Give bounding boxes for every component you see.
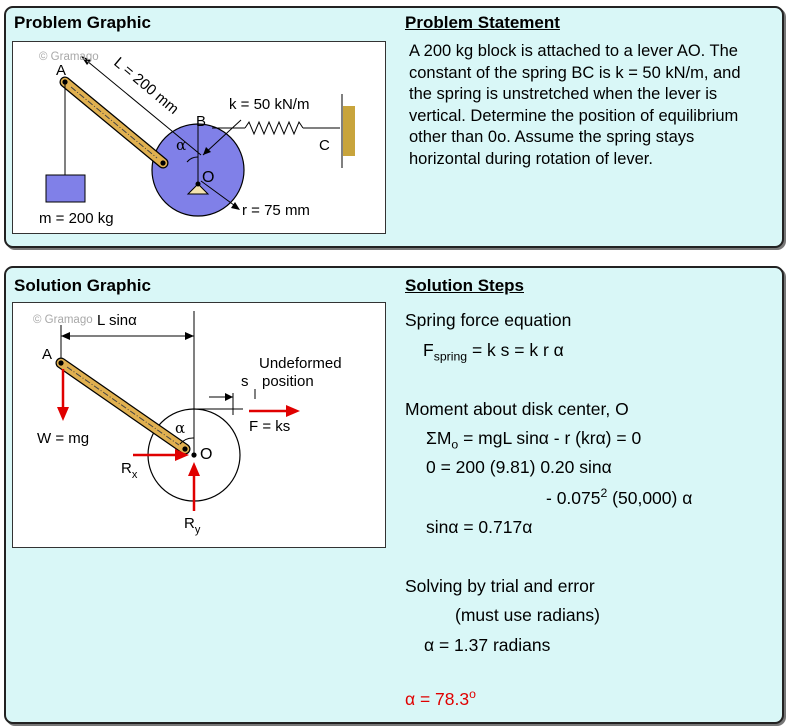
problem-statement: A 200 kg block is attached to a lever AO… bbox=[409, 42, 741, 168]
step-trial-note: (must use radians) bbox=[455, 605, 600, 625]
pin-o bbox=[195, 181, 201, 187]
label-s: s bbox=[241, 373, 249, 390]
problem-diagram: © Gramago A L = 200 mm k = 50 kN/m B C α… bbox=[39, 51, 355, 227]
moment-lhs: ΣM bbox=[426, 428, 452, 448]
solution-diagram: © Gramago L sinα A α O W = mg Rx Ry s Un… bbox=[33, 311, 342, 536]
weight-arrowhead bbox=[57, 407, 69, 421]
radius-line bbox=[200, 180, 239, 209]
moment-subscript: o bbox=[451, 437, 459, 452]
label-o: O bbox=[200, 446, 212, 463]
solution-steps-title: Solution Steps bbox=[405, 276, 524, 295]
label-alpha: α bbox=[175, 419, 185, 437]
final-answer: α = 78.3o bbox=[405, 687, 476, 710]
length-arrowhead bbox=[81, 56, 91, 65]
label-l-sin-alpha: L sinα bbox=[97, 312, 137, 329]
rx-arrowhead bbox=[175, 449, 189, 461]
label-radius: r = 75 mm bbox=[242, 202, 310, 219]
step-alpha-radians: α = 1.37 radians bbox=[424, 635, 551, 655]
pin-a bbox=[58, 360, 64, 366]
pin-lever-end bbox=[160, 160, 166, 166]
problem-statement-title: Problem Statement bbox=[405, 13, 560, 32]
label-length: L = 200 mm bbox=[110, 54, 182, 118]
label-b: B bbox=[196, 113, 206, 130]
label-weight: W = mg bbox=[37, 430, 89, 447]
label-a: A bbox=[56, 62, 66, 79]
block bbox=[45, 174, 86, 203]
step-eq3: sinα = 0.717α bbox=[426, 517, 533, 537]
solution-graphic-title: Solution Graphic bbox=[14, 276, 151, 295]
step-eq2: - 0.0752 (50,000) α bbox=[546, 486, 692, 509]
pin-support bbox=[186, 183, 210, 195]
length-dimension-line bbox=[80, 55, 202, 156]
label-undeformed: Undeformed bbox=[259, 355, 342, 372]
eq2-part-a: - 0.075 bbox=[546, 487, 601, 508]
problem-figure: © Gramago A L = 200 mm k = 50 kN/m B C α… bbox=[12, 41, 386, 234]
watermark: © Gramago bbox=[33, 314, 93, 326]
spring-coil bbox=[244, 120, 304, 136]
step-trial-title: Solving by trial and error bbox=[405, 576, 595, 596]
step-moment-title: Moment about disk center, O bbox=[405, 399, 629, 419]
label-spring-force: F = ks bbox=[249, 418, 290, 435]
watermark: © Gramago bbox=[39, 51, 99, 63]
answer-value: α = 78.3 bbox=[405, 688, 470, 709]
wall bbox=[343, 106, 355, 156]
dimension-arrowhead-left bbox=[61, 332, 70, 340]
label-o: O bbox=[202, 169, 214, 186]
label-ry: Ry bbox=[184, 515, 201, 536]
pin-lever-end bbox=[182, 446, 188, 452]
s-dimension-arrowhead bbox=[225, 393, 233, 401]
pin-a bbox=[62, 79, 68, 85]
step-moment-equation: ΣMo = mgL sinα - r (krα) = 0 bbox=[426, 428, 641, 452]
pin-o bbox=[191, 452, 197, 458]
step-spring-title: Spring force equation bbox=[405, 310, 572, 330]
k-pointer bbox=[202, 119, 242, 156]
angle-arc bbox=[186, 156, 199, 163]
k-pointer-arrowhead bbox=[203, 147, 211, 155]
eq2-superscript: 2 bbox=[600, 486, 608, 500]
label-position: position bbox=[262, 373, 314, 390]
label-mass: m = 200 kg bbox=[39, 210, 114, 227]
angle-arc bbox=[179, 437, 195, 445]
spring-force-arrowhead bbox=[286, 405, 300, 417]
step-spring-equation: Fspring = k s = k r α bbox=[423, 340, 564, 364]
moment-rhs: = mgL sinα - r (krα) = 0 bbox=[458, 428, 642, 448]
label-a: A bbox=[42, 346, 52, 363]
eq2-part-b: (50,000) α bbox=[607, 487, 693, 508]
problem-graphic-title: Problem Graphic bbox=[14, 13, 151, 32]
ry-arrowhead bbox=[188, 462, 200, 476]
dimension-arrowhead-right bbox=[185, 332, 194, 340]
solution-figure: © Gramago L sinα A α O W = mg Rx Ry s Un… bbox=[12, 302, 386, 548]
label-rx: Rx bbox=[121, 460, 138, 481]
spring-rhs: = k s = k r α bbox=[467, 340, 564, 360]
label-spring-constant: k = 50 kN/m bbox=[229, 96, 309, 113]
spring-f: F bbox=[423, 340, 434, 360]
lever-centerline bbox=[70, 86, 158, 159]
radius-arrowhead bbox=[231, 202, 240, 210]
step-eq1: 0 = 200 (9.81) 0.20 sinα bbox=[426, 457, 612, 477]
spring-subscript: spring bbox=[433, 349, 468, 364]
answer-degree: o bbox=[469, 687, 476, 701]
label-alpha: α bbox=[176, 136, 186, 154]
lever-centerline bbox=[66, 366, 180, 446]
label-c: C bbox=[319, 137, 330, 154]
